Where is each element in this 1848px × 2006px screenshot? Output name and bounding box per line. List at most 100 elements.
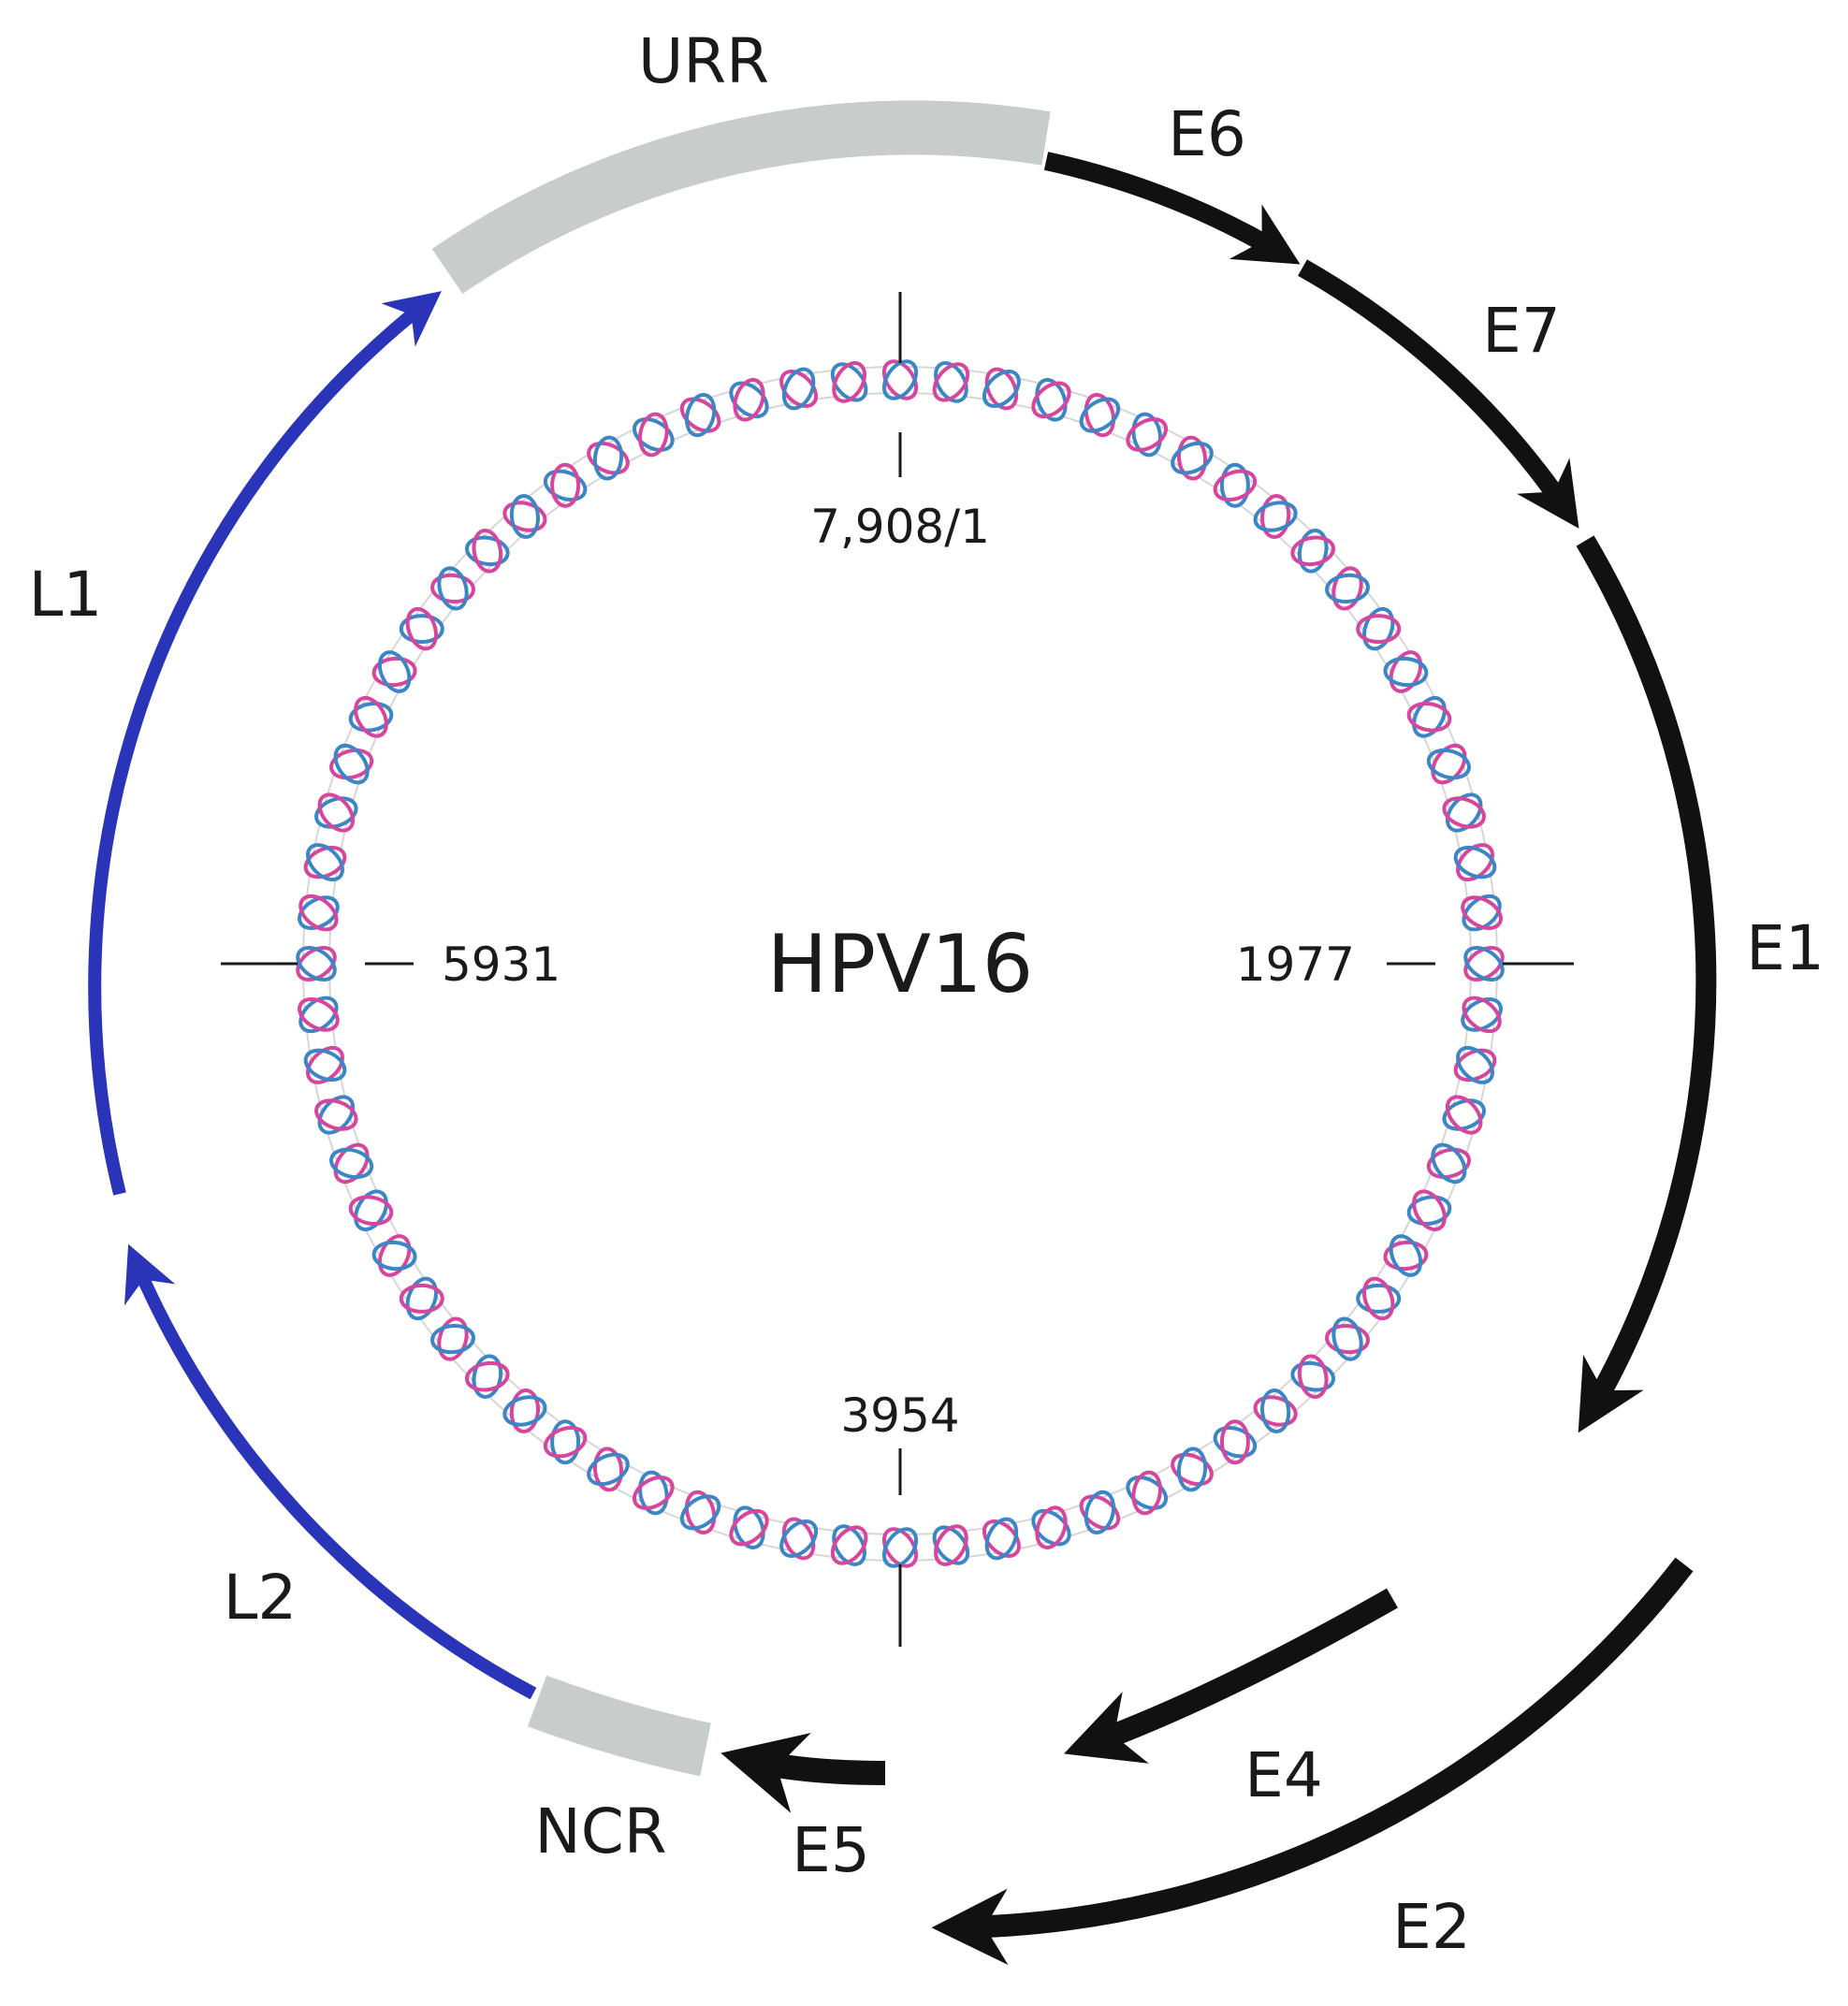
helix-turn [982,367,1021,411]
l2-gene-arrow [124,1243,537,1700]
e4-label: E4 [1244,1739,1323,1811]
helix-turn [830,1524,868,1566]
e6-gene-arrow [1043,152,1301,265]
helix-turn [348,696,394,738]
position-label-left: 5931 [442,938,560,992]
l1-label: L1 [29,559,103,631]
helix-turn [430,1316,475,1361]
e7-label: E7 [1482,295,1561,367]
helix-turn [1383,1234,1429,1277]
helix-turn [1461,996,1503,1034]
e5-gene-arrow [720,1733,886,1813]
l2-label: L2 [224,1562,298,1634]
helix-turn [1463,945,1505,982]
helix-turn [1290,1354,1336,1400]
helix-turn [932,1524,970,1566]
helix-turn [502,1388,547,1433]
helix-turn [679,1490,721,1534]
helix-turn [399,1276,444,1321]
helix-turn [1253,1388,1298,1433]
dna-helix-ring [296,359,1505,1568]
helix-turn [1213,1419,1258,1465]
position-label-bottom: 3954 [840,1388,959,1443]
helix-turn [830,361,868,403]
helix-turn [329,1142,374,1185]
helix-turn [1171,1446,1214,1492]
helix-turn [371,650,417,693]
helix-turn [303,843,347,882]
helix-turn [1213,462,1258,508]
helix-turn [329,743,374,785]
helix-turn [1426,743,1471,785]
helix-turn [1406,696,1452,738]
helix-turn [464,1354,510,1400]
helix-turn [314,792,358,833]
helix-turn [1461,894,1503,932]
position-ticks [221,292,1574,1647]
e1-label: E1 [1746,912,1825,984]
helix-turn [633,412,675,458]
helix-turn [348,1189,394,1231]
genome-circle [296,359,1505,1568]
e1-gene-arrow [1576,535,1717,1433]
e7-gene-arrow [1298,259,1579,529]
helix-turn [1079,1490,1121,1534]
helix-turn [399,606,444,651]
urr-region [431,100,1051,294]
l1-gene-arrow [88,291,442,1196]
helix-turn [587,1446,630,1492]
helix-turn [464,528,510,574]
helix-turn [371,1234,417,1277]
helix-turn [1442,792,1486,833]
ncr-region [527,1675,711,1777]
helix-turn [298,996,340,1034]
helix-turn [1031,1505,1071,1549]
helix-turn [932,361,970,403]
helix-turn [296,945,337,982]
helix-turn [298,894,340,932]
helix-turn [543,1419,588,1465]
helix-turn [1253,494,1298,539]
helix-turn [729,1505,769,1549]
e4-gene-arrow [1063,1588,1398,1764]
helix-turn [633,1470,675,1516]
helix-turn [1356,606,1402,651]
position-label-right: 1977 [1236,938,1355,992]
helix-turn [430,566,475,611]
helix-turn [1426,1142,1471,1185]
helix-turn [881,359,919,400]
helix-turn [1126,1470,1168,1516]
helix-turn [881,1527,919,1568]
helix-turn [1079,393,1121,438]
helix-turn [1290,528,1336,574]
e5-label: E5 [792,1814,870,1886]
helix-turn [982,1517,1021,1561]
helix-turn [1171,435,1214,481]
helix-turn [303,1045,347,1084]
helix-turn [1442,1095,1486,1135]
helix-turn [729,378,769,422]
helix-turn [502,494,547,539]
e6-label: E6 [1168,98,1246,170]
helix-turn [543,462,588,508]
helix-turn [1453,1045,1497,1084]
urr-label: URR [638,25,769,97]
helix-turn [1453,843,1497,882]
helix-turn [1406,1189,1452,1231]
helix-turn [779,1517,819,1561]
helix-turn [1325,566,1370,611]
position-label-top: 7,908/1 [810,500,990,554]
helix-turn [1031,378,1071,422]
ncr-label: NCR [534,1795,666,1868]
helix-turn [679,393,721,438]
helix-turn [1325,1316,1370,1361]
helix-turn [779,367,819,411]
genome-name: HPV16 [767,918,1034,1011]
e2-label: E2 [1392,1891,1471,1963]
e2-gene-arrow [931,1557,1694,1966]
helix-turn [314,1095,358,1135]
helix-turn [1383,650,1429,693]
helix-turn [1356,1276,1402,1321]
helix-turn [587,435,630,481]
